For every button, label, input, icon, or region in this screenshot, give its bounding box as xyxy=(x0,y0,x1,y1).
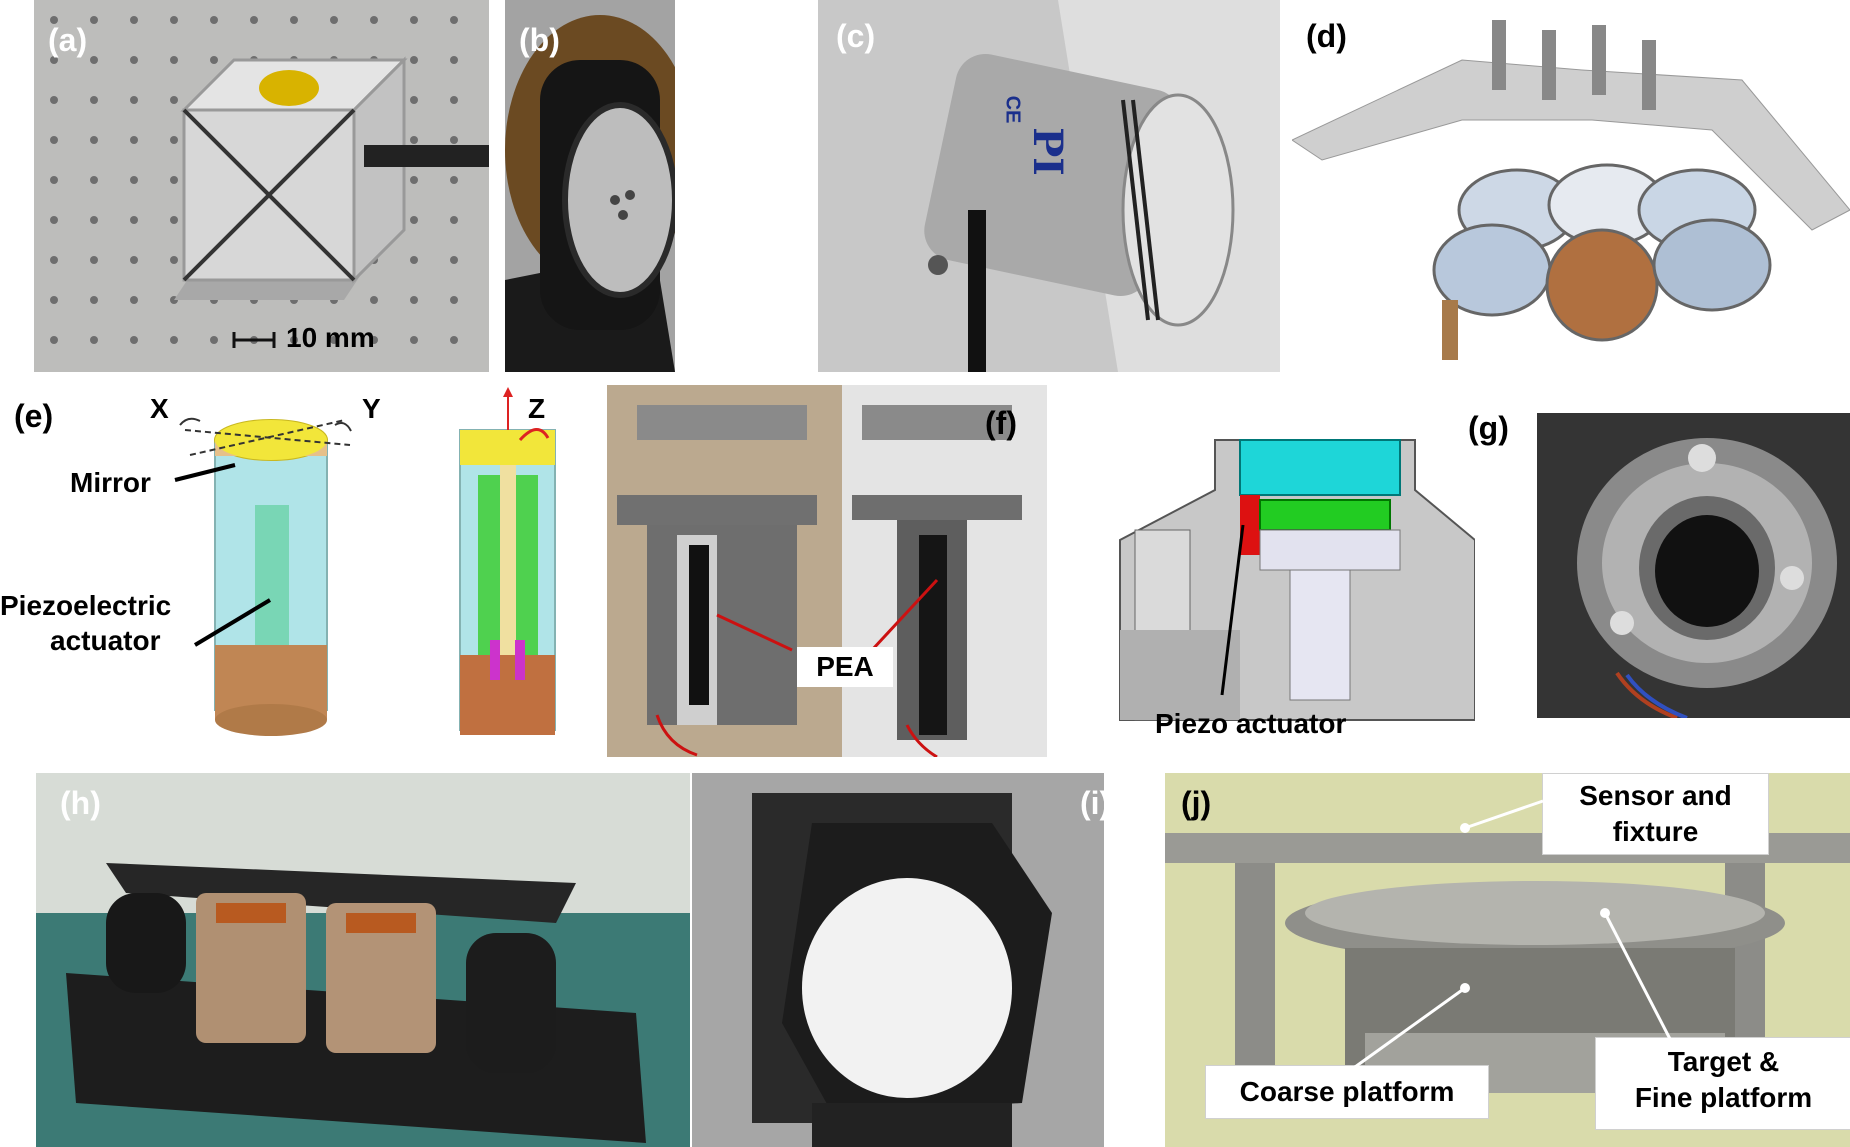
panel-f-image xyxy=(607,385,1047,757)
panel-b-photo: (b) xyxy=(505,0,675,372)
piezo-label-line1: Piezoelectric xyxy=(0,590,172,621)
panel-a-image xyxy=(34,0,489,372)
panel-c-label: (c) xyxy=(836,18,876,54)
piezo-actuator-label: Piezo actuator xyxy=(1155,708,1347,739)
panel-h-label: (h) xyxy=(60,785,101,821)
axis-z-label: Z xyxy=(528,393,546,424)
panel-i-image xyxy=(692,773,1104,1147)
axis-y-label: Y xyxy=(362,393,381,424)
panel-g-label: (g) xyxy=(1468,410,1509,446)
target-line2: Fine platform xyxy=(1634,1082,1813,1113)
axis-x-label: X xyxy=(150,393,169,424)
panel-g-diagram: Piezo actuator xyxy=(1115,430,1475,750)
target-line1: Target & xyxy=(1667,1046,1780,1077)
panel-a-label: (a) xyxy=(48,22,88,58)
panel-d-image xyxy=(1292,20,1850,360)
panel-h-photo: (h) xyxy=(36,773,690,1147)
sensor-line2: fixture xyxy=(1612,816,1699,847)
panel-d-label: (d) xyxy=(1306,18,1347,54)
panel-c-image xyxy=(818,0,1280,372)
piezo-label-line2: actuator xyxy=(50,625,161,656)
panel-j-label: (j) xyxy=(1181,785,1212,821)
panel-f-label: (f) xyxy=(985,405,1017,441)
panel-e-label: (e) xyxy=(14,398,54,434)
mirror-label: Mirror xyxy=(70,467,151,498)
panel-i-photo: (i) xyxy=(692,773,1104,1147)
scale-bar-label: 10 mm xyxy=(286,322,375,353)
panel-g-cad-image xyxy=(1119,439,1475,721)
panel-i-label: (i) xyxy=(1080,785,1104,821)
ce-mark-icon: CE xyxy=(1001,95,1024,124)
panel-f-photo: (f) PEA xyxy=(607,385,1047,757)
panel-c-photo: (c) PI CE xyxy=(818,0,1280,372)
panel-g-photo-image xyxy=(1537,413,1850,718)
panel-h-image xyxy=(36,773,690,1147)
sensor-line1: Sensor and xyxy=(1579,780,1732,811)
panel-g-photo xyxy=(1537,413,1850,718)
target-fine-platform-label: Target & Fine platform xyxy=(1595,1037,1850,1130)
panel-a-photo: (a) 10 mm xyxy=(34,0,489,372)
pea-label: PEA xyxy=(797,647,893,687)
panel-e-diagram: (e) X Y Z Mirror Piezoelectric actuator xyxy=(0,385,600,755)
panel-b-label: (b) xyxy=(519,22,560,58)
panel-b-image xyxy=(505,0,675,372)
panel-d-render: (d) xyxy=(1292,0,1850,372)
panel-e-image xyxy=(174,387,556,736)
sensor-fixture-label: Sensor and fixture xyxy=(1542,773,1769,855)
gold-mirror-icon xyxy=(259,70,319,106)
coarse-platform-label: Coarse platform xyxy=(1205,1065,1489,1119)
panel-j-photo: (j) Sensor and fixture Coarse platform T… xyxy=(1165,773,1850,1147)
brand-logo-icon: PI xyxy=(1023,127,1071,176)
